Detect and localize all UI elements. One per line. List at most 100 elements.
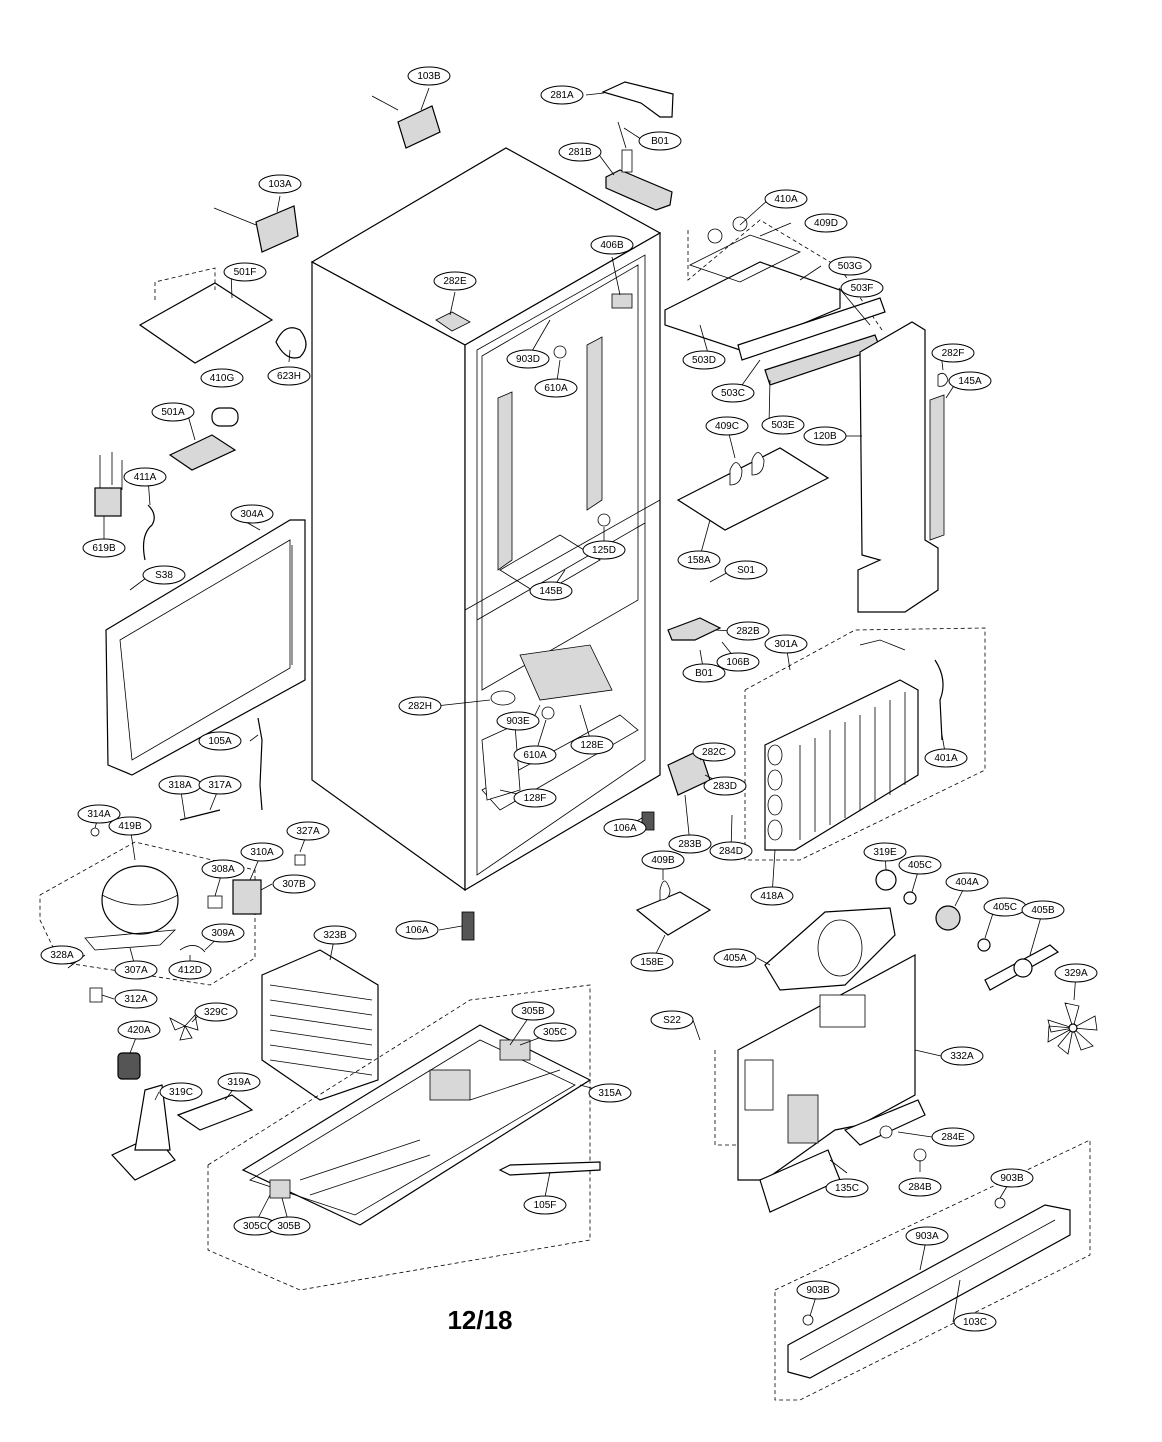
part-label-903a: 903A [905, 1226, 949, 1246]
part-label-409c: 409C [705, 416, 749, 436]
part-label-409b: 409B [641, 850, 685, 870]
part-label-305bb: 305B [267, 1216, 311, 1236]
part-label-text: 103B [417, 71, 441, 82]
part-label-text: 503C [721, 388, 745, 399]
part-label-106aa: 106A [603, 818, 647, 838]
part-label-103b: 103B [407, 66, 451, 86]
part-label-404a: 404A [945, 872, 989, 892]
part-label-301a: 301A [764, 634, 808, 654]
part-label-text: 305B [277, 1221, 301, 1232]
part-label-text: 610A [544, 383, 568, 394]
part-label-103c: 103C [953, 1312, 997, 1332]
part-label-text: 282E [443, 276, 467, 287]
part-103a-drawing [213, 205, 299, 253]
part-label-410a: 410A [764, 189, 808, 209]
part-label-135c: 135C [825, 1178, 869, 1198]
part-label-text: 103A [268, 179, 292, 190]
part-label-410g: 410G [200, 368, 244, 388]
part-label-text: 903A [915, 1231, 939, 1242]
part-label-text: 305B [521, 1006, 545, 1017]
part-label-318a: 318A [158, 775, 202, 795]
part-410g-drawing [211, 407, 239, 427]
part-label-text: S01 [737, 565, 755, 576]
part-label-text: 135C [835, 1183, 859, 1194]
part-label-text: 412D [178, 965, 202, 976]
part-label-319c: 319C [159, 1082, 203, 1102]
part-label-420a: 420A [117, 1020, 161, 1040]
part-label-282b: 282B [726, 621, 770, 641]
part-label-text: S22 [663, 1015, 681, 1026]
part-label-106ab: 106A [395, 920, 439, 940]
part-label-145b: 145B [529, 581, 573, 601]
part-label-282c: 282C [692, 742, 736, 762]
part-label-317a: 317A [198, 775, 242, 795]
part-label-501a: 501A [151, 402, 195, 422]
part-label-text: 419B [118, 821, 142, 832]
part-label-319a: 319A [217, 1072, 261, 1092]
part-label-text: 406B [600, 240, 624, 251]
part-label-503e: 503E [761, 415, 805, 435]
part-label-text: 308A [211, 864, 235, 875]
part-label-610ab: 610A [513, 745, 557, 765]
part-903a-drawing [774, 1139, 1091, 1401]
part-label-128e: 128E [570, 735, 614, 755]
part-label-284b: 284B [898, 1177, 942, 1197]
part-label-text: 903B [806, 1285, 830, 1296]
part-label-145a: 145A [948, 371, 992, 391]
part-label-text: 284B [908, 1182, 932, 1193]
part-label-text: 503G [838, 261, 863, 272]
control-housing-drawing [664, 216, 886, 386]
part-label-text: 106A [405, 925, 429, 936]
part-label-text: 405B [1031, 905, 1055, 916]
part-label-401a: 401A [924, 748, 968, 768]
part-label-text: 309A [211, 928, 235, 939]
part-label-418a: 418A [750, 886, 794, 906]
part-label-text: 327A [296, 826, 320, 837]
part-label-text: 903D [516, 354, 540, 365]
part-label-411a: 411A [123, 467, 167, 487]
part-label-text: 282C [702, 747, 726, 758]
part-105a-drawing [257, 717, 263, 811]
part-label-text: 281B [568, 147, 592, 158]
part-304a-drawing [105, 519, 306, 776]
part-label-284d: 284D [709, 841, 753, 861]
part-label-text: 503E [771, 420, 795, 431]
part-label-text: 282H [408, 701, 432, 712]
part-label-103a: 103A [258, 174, 302, 194]
part-label-text: 328A [50, 950, 74, 961]
part-label-128f: 128F [513, 788, 557, 808]
part-label-text: 411A [134, 472, 157, 483]
part-label-327a: 327A [286, 821, 330, 841]
part-label-text: 409C [715, 421, 739, 432]
part-label-text: B01 [695, 668, 713, 679]
part-label-text: 284E [941, 1132, 965, 1143]
diagram-drawings [39, 81, 1098, 1401]
part-label-309a: 309A [201, 923, 245, 943]
part-label-text: 409B [651, 855, 675, 866]
part-label-s22: S22 [650, 1010, 694, 1030]
part-409b-drawing [635, 880, 712, 936]
part-label-text: 418A [760, 891, 784, 902]
part-label-text: 283D [713, 781, 737, 792]
part-label-314a: 314A [77, 804, 121, 824]
part-120b-drawing [857, 321, 949, 613]
part-label-304a: 304A [230, 504, 274, 524]
part-label-text: 329C [204, 1007, 228, 1018]
part-label-312a: 312A [114, 989, 158, 1009]
part-label-text: 105A [208, 736, 232, 747]
part-103b-drawing [371, 95, 441, 149]
part-label-text: 282F [942, 348, 965, 359]
part-label-text: 317A [208, 780, 232, 791]
part-label-text: 145A [958, 376, 982, 387]
part-label-503c: 503C [711, 383, 755, 403]
part-label-610aa: 610A [534, 378, 578, 398]
part-label-text: 405C [908, 860, 932, 871]
part-label-305ca: 305C [533, 1022, 577, 1042]
part-label-text: 610A [523, 750, 547, 761]
part-label-text: 305C [243, 1221, 267, 1232]
part-label-text: 404A [955, 877, 979, 888]
part-label-903bb: 903B [796, 1280, 840, 1300]
part-label-405a: 405A [713, 948, 757, 968]
part-label-text: 503D [692, 355, 716, 366]
part-label-text: 405C [993, 902, 1017, 913]
